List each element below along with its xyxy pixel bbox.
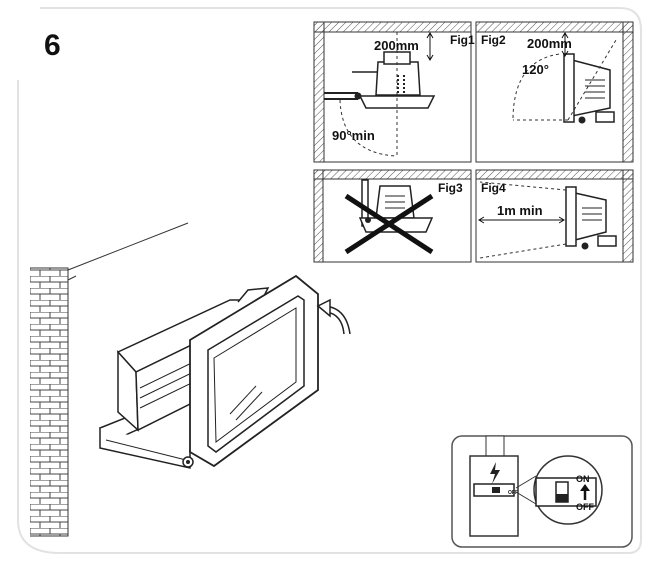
fig3-title: Fig3 (438, 181, 463, 195)
fig1-panel: Fig1 200mm 90°min (313, 21, 475, 163)
fig1-clearance-label: 200mm (374, 38, 419, 53)
electric-bolt-icon (490, 462, 500, 484)
floodlight (98, 274, 319, 469)
step-number: 6 (44, 29, 61, 62)
fig4-panel: Fig4 1m min (475, 169, 634, 263)
switch-inset: OFF ON OFF (451, 435, 633, 548)
tiny-off-label: OFF (508, 490, 518, 496)
fig1-angle-label: 90°min (332, 128, 375, 143)
panel-border (17, 7, 642, 554)
fig3-panel: Fig3 (313, 169, 472, 263)
rotate-arrow-icon (316, 298, 351, 335)
up-arrow-icon (580, 484, 590, 500)
off-label: OFF (576, 502, 594, 512)
brick-wall (30, 222, 189, 537)
on-label: ON (576, 474, 590, 484)
fig2-clearance-label: 200mm (527, 36, 572, 51)
fig1-title: Fig1 (450, 33, 475, 47)
fig4-title: Fig4 (481, 181, 506, 195)
fig4-distance-label: 1m min (497, 203, 543, 218)
fig2-panel: Fig2 200mm 120° (475, 21, 634, 163)
fig2-angle-label: 120° (522, 62, 549, 77)
fig2-title: Fig2 (481, 33, 506, 47)
x-cross-icon (344, 193, 434, 255)
